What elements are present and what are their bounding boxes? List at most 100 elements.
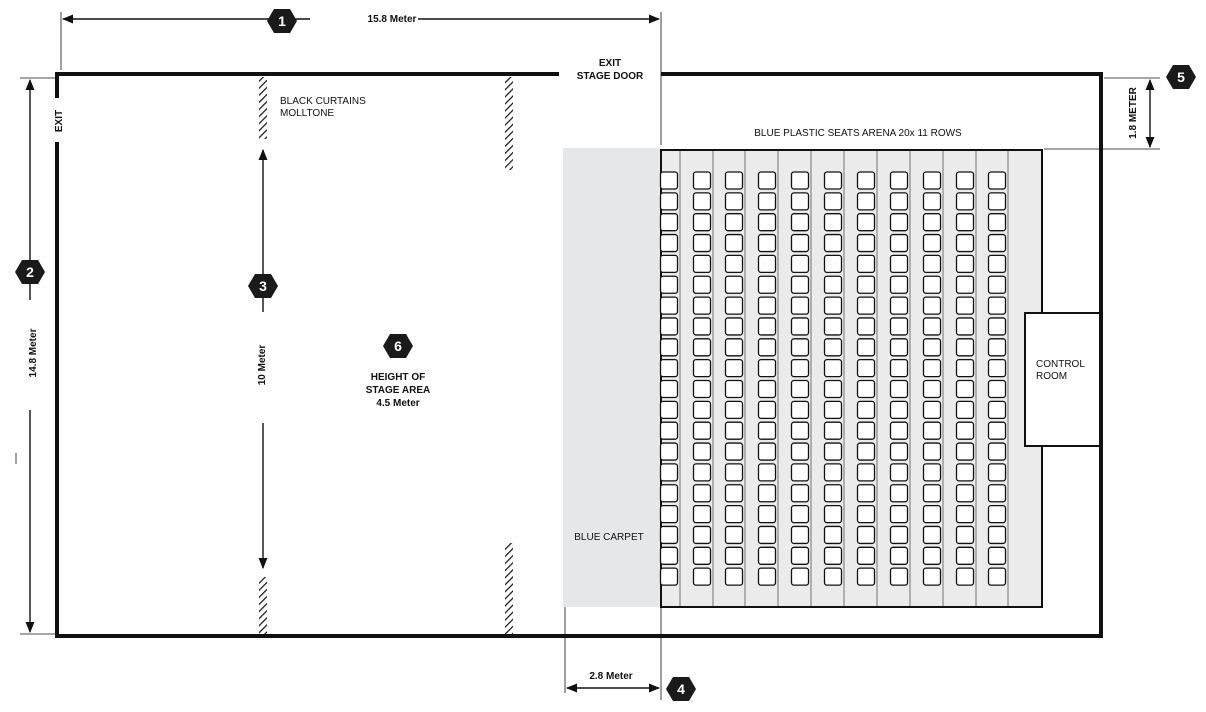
- seat: [790, 358, 810, 378]
- seat: [987, 192, 1007, 211]
- seat: [790, 317, 810, 336]
- seat: [987, 213, 1007, 232]
- blue-carpet-area: [563, 148, 661, 607]
- seat: [790, 171, 810, 190]
- seat: [724, 254, 744, 274]
- seat: [856, 338, 876, 357]
- seat: [692, 546, 712, 565]
- dim-offset-label: 1.8 METER: [1128, 86, 1139, 138]
- seat: [922, 442, 942, 461]
- seat: [889, 358, 909, 378]
- seat: [724, 463, 744, 482]
- badge-6-text: 6: [394, 338, 402, 354]
- stage-height-label-3: 4.5 Meter: [376, 398, 419, 409]
- seat: [856, 171, 876, 190]
- seat: [823, 546, 843, 565]
- seat: [955, 484, 975, 503]
- seat: [955, 254, 975, 274]
- badge-1: 1: [267, 9, 297, 33]
- seat: [856, 254, 876, 274]
- seat: [856, 421, 876, 440]
- curtain-right-top: [505, 77, 513, 170]
- seat-grid: [659, 171, 1007, 586]
- seat: [987, 254, 1007, 274]
- seat: [757, 463, 777, 482]
- seat: [987, 504, 1007, 524]
- seat: [757, 254, 777, 274]
- seats-label: BLUE PLASTIC SEATS ARENA 20x 11 ROWS: [754, 128, 962, 139]
- seat: [659, 171, 679, 190]
- badge-3: 3: [248, 274, 278, 298]
- curtain-left-bottom: [259, 577, 267, 634]
- seat: [790, 442, 810, 461]
- seat: [724, 546, 744, 565]
- seat: [724, 442, 744, 461]
- seat: [692, 317, 712, 336]
- seat: [823, 504, 843, 524]
- seat: [922, 254, 942, 274]
- seat: [659, 338, 679, 357]
- seat: [790, 338, 810, 357]
- seat: [856, 213, 876, 232]
- seat: [724, 358, 744, 378]
- seat: [790, 296, 810, 315]
- seat: [856, 192, 876, 211]
- seat: [757, 171, 777, 190]
- seat: [955, 525, 975, 545]
- seat: [955, 317, 975, 336]
- badge-2-text: 2: [26, 264, 34, 280]
- seat: [889, 463, 909, 482]
- control-room-label-1: CONTROL: [1036, 359, 1085, 370]
- seat: [889, 338, 909, 357]
- seat: [856, 504, 876, 524]
- seat: [724, 567, 744, 586]
- seat: [659, 504, 679, 524]
- seat: [790, 504, 810, 524]
- seat: [889, 233, 909, 253]
- seat: [922, 421, 942, 440]
- seat: [955, 442, 975, 461]
- seat: [955, 567, 975, 586]
- seat: [757, 484, 777, 503]
- seat: [757, 275, 777, 294]
- seat: [987, 400, 1007, 420]
- dim-gap-label: 10 Meter: [257, 345, 268, 386]
- seat: [922, 171, 942, 190]
- seat: [790, 254, 810, 274]
- seat: [922, 484, 942, 503]
- seat: [823, 317, 843, 336]
- seat: [856, 463, 876, 482]
- seat: [757, 504, 777, 524]
- seat: [692, 525, 712, 545]
- seat: [987, 171, 1007, 190]
- seat: [790, 484, 810, 503]
- seat: [987, 358, 1007, 378]
- seat: [987, 442, 1007, 461]
- seat: [757, 358, 777, 378]
- seat: [955, 171, 975, 190]
- curtain-left-top: [259, 77, 267, 139]
- seat: [987, 338, 1007, 357]
- seat: [692, 338, 712, 357]
- badge-1-text: 1: [278, 13, 286, 29]
- seat: [987, 463, 1007, 482]
- seat: [790, 567, 810, 586]
- seat: [790, 379, 810, 399]
- seat: [724, 484, 744, 503]
- seat: [757, 546, 777, 565]
- seat: [889, 275, 909, 294]
- seat: [922, 400, 942, 420]
- control-room: [1024, 312, 1102, 447]
- seat: [659, 213, 679, 232]
- seat: [692, 421, 712, 440]
- badge-4: 4: [666, 677, 696, 701]
- seat: [856, 233, 876, 253]
- seat: [823, 254, 843, 274]
- seat: [724, 192, 744, 211]
- seat: [987, 421, 1007, 440]
- seat: [692, 233, 712, 253]
- badge-2: 2: [15, 260, 45, 284]
- seat: [922, 567, 942, 586]
- seat: [856, 442, 876, 461]
- seat: [955, 421, 975, 440]
